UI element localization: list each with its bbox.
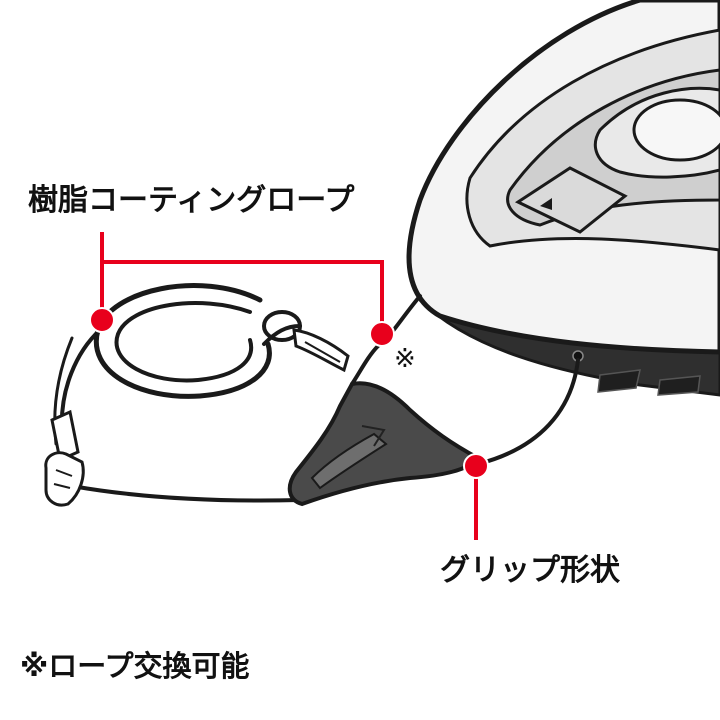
rope-right-strand [476, 358, 580, 466]
device-switch [514, 166, 628, 234]
rope-replaceable-note: ※ロープ交換可能 [20, 649, 250, 683]
rope-loop-tail [262, 324, 302, 346]
callout-rope-bracket [100, 232, 384, 330]
grip-groove [361, 425, 386, 447]
device-center-dome [632, 98, 720, 162]
left-clip-buckle [44, 451, 85, 507]
note-mark: ※ [394, 344, 416, 374]
grip [287, 381, 481, 507]
snap-hook-gate [304, 341, 341, 363]
callouts [89, 232, 489, 540]
rope-loop-outer [93, 283, 272, 399]
rope-loop-inner [114, 301, 254, 383]
grip-highlight [310, 432, 388, 490]
device-switch-arrow [540, 198, 552, 210]
device-body [406, 0, 720, 397]
grip-label: グリップ形状 [440, 553, 620, 588]
left-clip [44, 409, 85, 507]
callout-dot-grip [463, 453, 489, 479]
device-bottom-detail [597, 369, 701, 396]
left-clip-sleeve [50, 409, 80, 463]
snap-hook [262, 310, 350, 373]
callout-dot-rope-loop [89, 307, 115, 333]
rope-lower-strand [70, 484, 302, 503]
callout-dot-rope-strand [369, 321, 395, 347]
left-clip-detail [53, 469, 73, 489]
snap-hook-ring [262, 310, 302, 342]
rope-label: 樹脂コーティングロープ [28, 183, 355, 218]
